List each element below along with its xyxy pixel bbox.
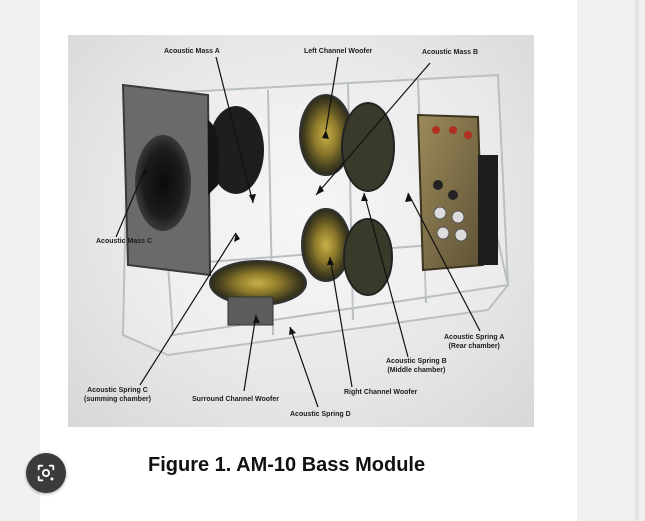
label-acoustic-spring-b-line2: (Middle chamber) (387, 367, 446, 374)
label-acoustic-spring-a-line2: (Rear chamber) (448, 343, 500, 350)
figure-caption: Figure 1. AM-10 Bass Module (148, 454, 426, 476)
label-acoustic-spring-b: Acoustic Spring B (Middle chamber) (386, 357, 447, 375)
label-acoustic-spring-d: Acoustic Spring D (290, 411, 351, 418)
label-acoustic-spring-b-line1: Acoustic Spring B (386, 358, 447, 365)
lens-search-button[interactable] (26, 453, 66, 493)
surround-woofer (209, 260, 307, 326)
label-acoustic-spring-c-line1: Acoustic Spring C (87, 387, 148, 394)
bass-module-illustration (115, 56, 510, 408)
leader-arrowheads (142, 130, 412, 335)
label-acoustic-spring-a-line1: Acoustic Spring A (444, 334, 505, 341)
label-surround-channel-woofer: Surround Channel Woofer (192, 396, 279, 403)
label-right-channel-woofer: Right Channel Woofer (344, 389, 418, 396)
amplifier-board (416, 113, 498, 272)
left-margin-panel (0, 0, 40, 521)
bass-module-photo: Acoustic Mass A Left Channel Woofer Acou… (68, 35, 534, 427)
scroll-edge (635, 0, 639, 521)
upper-woofers (299, 94, 395, 296)
label-acoustic-spring-c-line2: (summing chamber) (84, 396, 151, 403)
lens-search-icon (37, 464, 55, 482)
label-left-channel-woofer: Left Channel Woofer (304, 48, 373, 55)
label-acoustic-mass-a: Acoustic Mass A (164, 48, 220, 55)
leader-lines (115, 56, 481, 408)
right-margin-panel (577, 0, 645, 521)
label-acoustic-spring-c: Acoustic Spring C (summing chamber) (84, 386, 151, 404)
front-port-panel (121, 83, 264, 277)
label-acoustic-mass-c: Acoustic Mass C (96, 238, 153, 245)
label-acoustic-spring-a: Acoustic Spring A (Rear chamber) (444, 333, 504, 351)
label-acoustic-mass-b: Acoustic Mass B (422, 49, 479, 56)
